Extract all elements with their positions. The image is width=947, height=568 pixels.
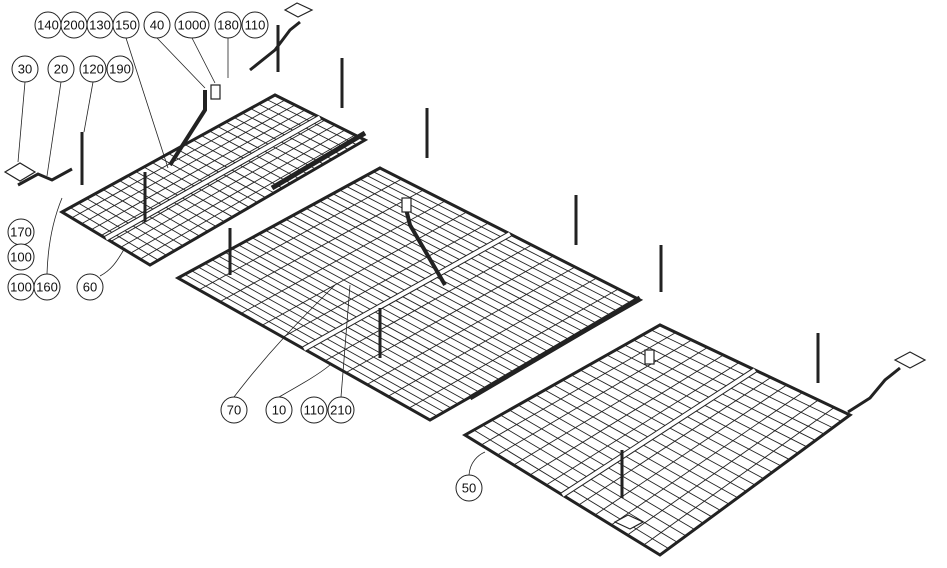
balloon-circle (76, 273, 104, 301)
balloon-140: 140 (34, 11, 62, 39)
leader-lines (17, 37, 486, 476)
balloon-label: 130 (89, 18, 111, 33)
balloon-circle (300, 396, 328, 424)
balloon-circle (265, 396, 293, 424)
balloon-circle (214, 11, 242, 39)
balloon-170: 170 (7, 218, 35, 246)
latch-part (644, 349, 655, 365)
pad-part-30-right-top (283, 2, 314, 18)
latch-part (401, 197, 412, 213)
balloon-1000: 1000 (174, 11, 210, 39)
mesh-panel-10 (174, 166, 644, 422)
balloon-label: 60 (83, 280, 97, 295)
balloon-circle (455, 474, 483, 502)
balloon-110: 110 (300, 396, 328, 424)
balloon-20: 20 (47, 55, 75, 83)
balloon-60: 60 (76, 273, 104, 301)
balloon-circle (174, 11, 210, 39)
balloon-190: 190 (106, 55, 134, 83)
balloon-100: 100 (7, 273, 35, 301)
balloon-30: 30 (11, 55, 39, 83)
balloon-label: 100 (10, 250, 32, 265)
balloon-label: 170 (10, 225, 32, 240)
balloon-200: 200 (60, 11, 88, 39)
balloon-label: 210 (330, 403, 352, 418)
balloon-180: 180 (214, 11, 242, 39)
balloon-10: 10 (265, 396, 293, 424)
balloon-label: 30 (18, 62, 32, 77)
balloon-label: 1000 (178, 18, 207, 33)
balloon-label: 40 (150, 18, 164, 33)
latch-part-1000 (210, 84, 221, 100)
balloon-120: 120 (79, 55, 107, 83)
mesh-panel-60 (58, 93, 369, 267)
balloon-circle (11, 55, 39, 83)
hardware-parts (3, 2, 927, 530)
balloon-label: 150 (115, 18, 137, 33)
balloon-40: 40 (143, 11, 171, 39)
balloon-label: 200 (63, 18, 85, 33)
balloon-label: 180 (217, 18, 239, 33)
balloon-circle (7, 243, 35, 271)
balloon-label: 10 (272, 403, 286, 418)
balloon-150: 150 (112, 11, 140, 39)
balloon-160: 160 (33, 273, 61, 301)
support-arm-part (403, 204, 447, 287)
mesh-panels (58, 93, 853, 557)
pad-part-30 (3, 162, 37, 182)
balloon-210: 210 (327, 396, 355, 424)
balloon-label: 20 (54, 62, 68, 77)
support-arm-part-40 (168, 90, 207, 167)
balloon-110: 110 (241, 11, 269, 39)
balloon-label: 190 (109, 62, 131, 77)
balloon-130: 130 (86, 11, 114, 39)
balloon-label: 50 (462, 481, 476, 496)
balloon-circle (112, 11, 140, 39)
balloon-label: 100 (10, 280, 32, 295)
balloon-circle (220, 396, 248, 424)
handle-part-right-bottom (847, 366, 901, 414)
pad-part-right-bottom (893, 351, 927, 369)
balloon-label: 110 (245, 18, 266, 33)
balloon-circle (33, 273, 61, 301)
balloon-label: 160 (36, 280, 58, 295)
handle-part-right-top (249, 20, 301, 72)
balloon-circle (241, 11, 269, 39)
balloon-100: 100 (7, 243, 35, 271)
balloon-circle (47, 55, 75, 83)
balloon-circle (106, 55, 134, 83)
balloon-label: 110 (304, 403, 325, 418)
balloon-circle (79, 55, 107, 83)
connector-tube (270, 130, 367, 191)
balloon-70: 70 (220, 396, 248, 424)
balloon-circle (327, 396, 355, 424)
connector-tube (468, 295, 642, 401)
balloon-label: 140 (37, 18, 59, 33)
balloon-label: 120 (82, 62, 104, 77)
balloon-50: 50 (455, 474, 483, 502)
balloon-label: 70 (227, 403, 241, 418)
handle-part-20 (17, 167, 73, 187)
balloon-circle (143, 11, 171, 39)
mesh-panel-50 (462, 323, 853, 557)
pad-part-bottom (613, 514, 645, 530)
callout-balloons: 140 200 130 150 40 1000 180 110 30 20 120 190 170 100… (7, 11, 483, 502)
